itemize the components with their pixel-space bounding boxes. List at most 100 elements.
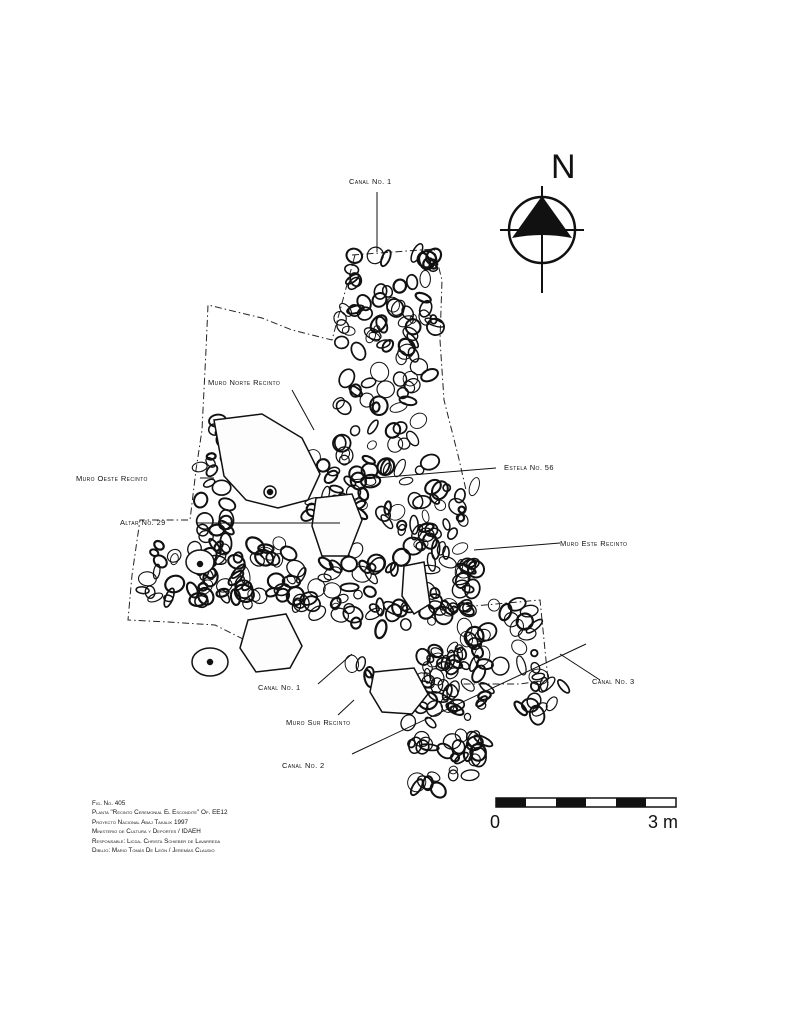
stone: [365, 607, 383, 621]
stone: [448, 765, 458, 775]
stone: [403, 380, 416, 393]
stone: [402, 370, 419, 387]
stone: [457, 602, 475, 616]
stone: [456, 562, 477, 575]
stone: [400, 714, 417, 732]
stone: [405, 430, 420, 447]
stone: [370, 361, 390, 382]
stone: [398, 395, 418, 407]
stone: [470, 644, 485, 659]
stone: [427, 771, 441, 782]
stone: [457, 505, 467, 514]
stone: [197, 582, 209, 592]
stone: [193, 491, 209, 509]
stone: [215, 552, 227, 565]
stone: [335, 399, 352, 416]
south-slab: [239, 613, 303, 673]
stone: [379, 458, 391, 476]
stone: [513, 700, 528, 717]
stone: [366, 246, 384, 265]
stone: [202, 478, 216, 488]
stone: [476, 622, 498, 642]
stone: [339, 302, 353, 317]
stone: [336, 319, 350, 334]
stone: [529, 681, 540, 693]
stone: [471, 664, 487, 684]
stone: [185, 581, 199, 599]
stone: [389, 401, 408, 413]
stone: [392, 371, 408, 387]
east-slab: [401, 561, 431, 616]
stone: [468, 477, 480, 497]
stone: [426, 652, 444, 668]
stone: [419, 269, 431, 289]
stone: [166, 548, 182, 563]
stone: [406, 332, 420, 349]
stone: [338, 454, 350, 466]
stone: [511, 639, 528, 656]
stone: [335, 446, 354, 465]
stone: [498, 602, 513, 622]
stone: [196, 523, 210, 537]
stone: [459, 631, 474, 648]
stone: [405, 273, 419, 291]
stone: [453, 647, 464, 664]
stone: [397, 337, 416, 357]
stone: [417, 522, 435, 533]
stone: [538, 676, 556, 693]
excavation-boundary: [127, 248, 549, 685]
stone: [218, 589, 231, 604]
stone: [419, 743, 440, 752]
caption-line: Planta "Recinto Ceremonial El Escondite"…: [92, 809, 228, 817]
stone: [374, 505, 392, 522]
stone: [366, 440, 377, 450]
stone: [468, 753, 481, 767]
stone: [517, 627, 537, 641]
stone: [414, 291, 432, 304]
stone: [465, 730, 483, 749]
stone: [303, 595, 321, 613]
stone: [170, 553, 179, 566]
stone: [351, 565, 372, 583]
stone: [441, 684, 453, 701]
stone: [454, 571, 470, 589]
stone: [434, 499, 447, 511]
stone: [503, 612, 520, 628]
caption-line: Responsable: Licda. Christa Schieber de …: [92, 837, 221, 845]
stone: [396, 386, 409, 400]
stone: [232, 551, 244, 564]
stone: [381, 285, 394, 298]
stone: [402, 536, 424, 556]
stone: [336, 593, 349, 604]
stone: [349, 425, 361, 437]
stone: [391, 598, 409, 618]
stone: [473, 645, 491, 667]
stone: [333, 310, 347, 326]
north-arrow-icon: [500, 186, 584, 293]
stone: [430, 677, 444, 694]
stone: [299, 591, 319, 606]
stone: [308, 605, 327, 621]
stone: [516, 655, 527, 676]
stone: [367, 419, 379, 435]
stone: [338, 368, 356, 389]
stone: [371, 292, 388, 308]
stone: [466, 730, 481, 748]
stone: [409, 514, 419, 535]
stone: [363, 585, 377, 598]
stone: [163, 594, 174, 603]
stone: [329, 484, 344, 494]
stone: [376, 339, 391, 349]
label-muro-norte: Muro Norte Recinto: [208, 378, 281, 387]
stone: [424, 522, 439, 538]
stone: [407, 738, 416, 749]
stone: [191, 461, 208, 473]
stone: [411, 523, 424, 541]
stone: [357, 486, 370, 502]
large-stone-slabs: [185, 413, 431, 715]
stone: [144, 585, 156, 600]
stone: [317, 573, 332, 583]
stone: [273, 582, 291, 597]
stone: [272, 536, 287, 551]
stone: [135, 586, 150, 595]
